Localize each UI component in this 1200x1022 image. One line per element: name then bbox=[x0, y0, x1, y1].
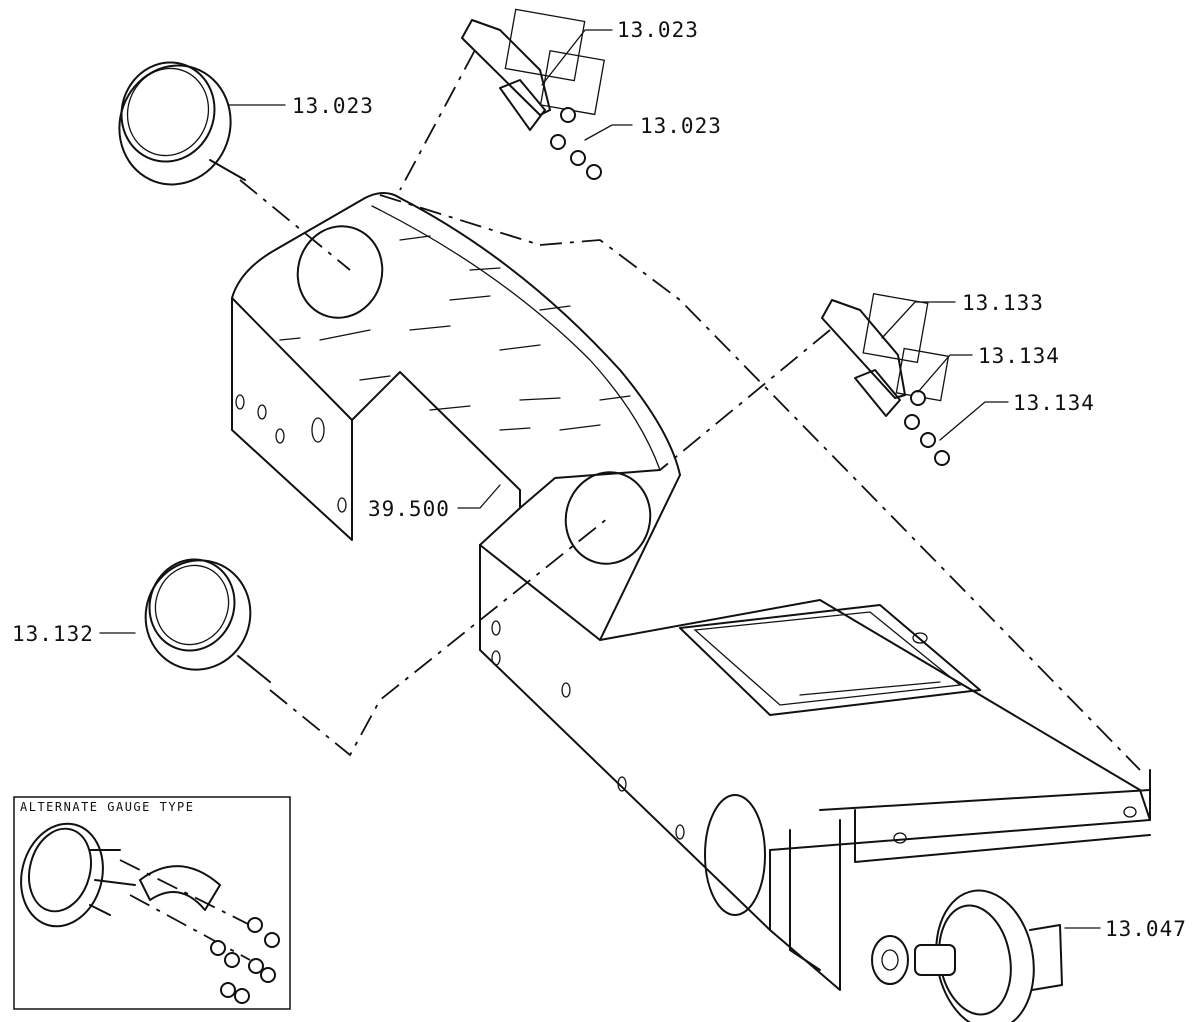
bracket-right bbox=[659, 293, 950, 471]
callout-bracket-top: 13.023 bbox=[617, 18, 699, 42]
inset-title: ALTERNATE GAUGE TYPE bbox=[20, 800, 195, 814]
inset-box: ALTERNATE GAUGE TYPE bbox=[13, 796, 291, 1010]
callout-panel: 39.500 bbox=[368, 497, 450, 521]
bracket-top bbox=[399, 8, 606, 191]
callout-bracket-right: 13.133 bbox=[962, 291, 1044, 315]
callout-switch: 13.047 bbox=[1105, 917, 1187, 941]
callout-nuts-top: 13.023 bbox=[640, 114, 722, 138]
gauge-left bbox=[144, 517, 609, 757]
ignition-switch bbox=[871, 889, 1063, 1022]
leader-lines bbox=[99, 29, 1101, 929]
dash-panel bbox=[231, 192, 1151, 991]
callout-gauge-top: 13.023 bbox=[292, 94, 374, 118]
callout-gauge-left: 13.132 bbox=[12, 622, 94, 646]
callout-washer-right: 13.134 bbox=[978, 344, 1060, 368]
callout-nuts-right: 13.134 bbox=[1013, 391, 1095, 415]
gauge-top bbox=[118, 61, 351, 271]
